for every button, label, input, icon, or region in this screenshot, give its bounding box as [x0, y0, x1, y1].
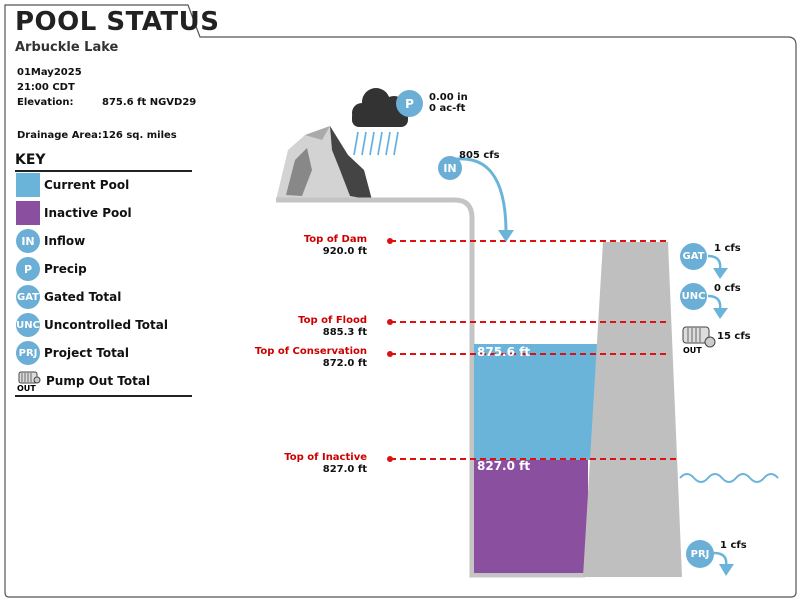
- uncontrolled-badge: UNC: [680, 283, 707, 310]
- time-text: 21:00 CDT: [17, 82, 75, 93]
- precip-volume: 0 ac-ft: [429, 103, 466, 114]
- inflow-value: 805 cfs: [459, 150, 500, 161]
- key-item-inactive-pool: Inactive Pool: [16, 201, 132, 225]
- elevation-value: 875.6 ft NGVD29: [102, 97, 197, 108]
- top-of-conservation-marker: [387, 351, 393, 357]
- gated-badge: GAT: [680, 243, 707, 270]
- uncontrolled-arrow-icon: [707, 294, 722, 311]
- key-item-project-total: PRJ Project Total: [16, 341, 129, 365]
- precip-badge-icon: P: [16, 257, 40, 281]
- drainage-value: 126 sq. miles: [102, 130, 177, 141]
- project-badge: PRJ: [686, 540, 714, 568]
- top-of-dam-label: Top of Dam: [303, 234, 367, 245]
- inflow-badge: IN: [438, 156, 462, 180]
- key-item-label: Gated Total: [44, 290, 122, 304]
- current-pool-swatch: [16, 173, 40, 197]
- page-title: POOL STATUS: [15, 7, 220, 37]
- downstream-water-icon: [679, 473, 779, 483]
- rain-cloud-icon: [352, 88, 408, 156]
- key-item-label: Uncontrolled Total: [44, 318, 169, 332]
- pump-icon: OUT: [16, 369, 42, 393]
- key-item-label: Inactive Pool: [44, 206, 132, 220]
- inflow-badge-icon: IN: [16, 229, 40, 253]
- pump-icon-label: OUT: [17, 384, 36, 393]
- inactive-pool-label: 827.0 ft: [477, 459, 531, 473]
- key-item-label: Project Total: [44, 346, 130, 360]
- key-item-current-pool: Current Pool: [16, 173, 129, 197]
- current-pool-label: 875.6 ft: [477, 345, 531, 359]
- precip-amount: 0.00 in: [429, 92, 468, 103]
- mountain-icon: [276, 126, 372, 200]
- precip-badge: P: [396, 90, 423, 117]
- inactive-pool-fill: [474, 460, 588, 573]
- top-of-conservation-value: 872.0 ft: [322, 358, 367, 369]
- top-of-inactive-value: 827.0 ft: [322, 464, 367, 475]
- river-channel: [276, 197, 585, 578]
- key-item-label: Inflow: [44, 234, 86, 248]
- top-of-inactive-label: Top of Inactive: [284, 452, 367, 463]
- drainage-label: Drainage Area:: [17, 130, 102, 141]
- inflow-arrow-icon: [449, 157, 508, 231]
- pump-out-value: 15 cfs: [717, 331, 751, 342]
- gated-value: 1 cfs: [714, 243, 741, 254]
- uncontrolled-value: 0 cfs: [714, 283, 741, 294]
- top-of-flood-label: Top of Flood: [298, 315, 367, 326]
- top-of-conservation-label: Top of Conservation: [254, 346, 367, 357]
- key-title: KEY: [15, 152, 46, 168]
- inactive-pool-swatch: [16, 201, 40, 225]
- date-text: 01May2025: [17, 67, 82, 78]
- key-item-label: Current Pool: [44, 178, 130, 192]
- key-bottom-divider: [15, 395, 192, 397]
- key-item-inflow: IN Inflow: [16, 229, 85, 253]
- pump-out-label: OUT: [683, 346, 702, 355]
- key-item-uncontrolled-total: UNC Uncontrolled Total: [16, 313, 168, 337]
- key-item-label: Precip: [44, 262, 87, 276]
- dam-structure: [583, 242, 682, 577]
- pump-out-icon: [682, 326, 716, 348]
- top-of-flood-marker: [387, 319, 393, 325]
- gated-badge-icon: GAT: [16, 285, 40, 309]
- project-badge-icon: PRJ: [16, 341, 40, 365]
- key-item-pump-out-total: OUT Pump Out Total: [16, 369, 150, 393]
- key-item-precip: P Precip: [16, 257, 87, 281]
- top-of-dam-value: 920.0 ft: [322, 246, 367, 257]
- key-item-gated-total: GAT Gated Total: [16, 285, 121, 309]
- level-lines: [390, 240, 676, 460]
- key-item-label: Pump Out Total: [46, 374, 151, 388]
- lake-name: Arbuckle Lake: [15, 40, 119, 55]
- key-top-divider: [15, 170, 192, 172]
- top-of-dam-marker: [387, 238, 393, 244]
- top-of-inactive-marker: [387, 456, 393, 462]
- top-of-flood-value: 885.3 ft: [322, 327, 367, 338]
- elevation-label: Elevation:: [17, 97, 74, 108]
- uncontrolled-badge-icon: UNC: [16, 313, 40, 337]
- gated-arrow-icon: [707, 254, 722, 271]
- project-value: 1 cfs: [720, 540, 747, 551]
- project-arrow-icon: [713, 551, 728, 567]
- current-pool-fill: [474, 344, 598, 460]
